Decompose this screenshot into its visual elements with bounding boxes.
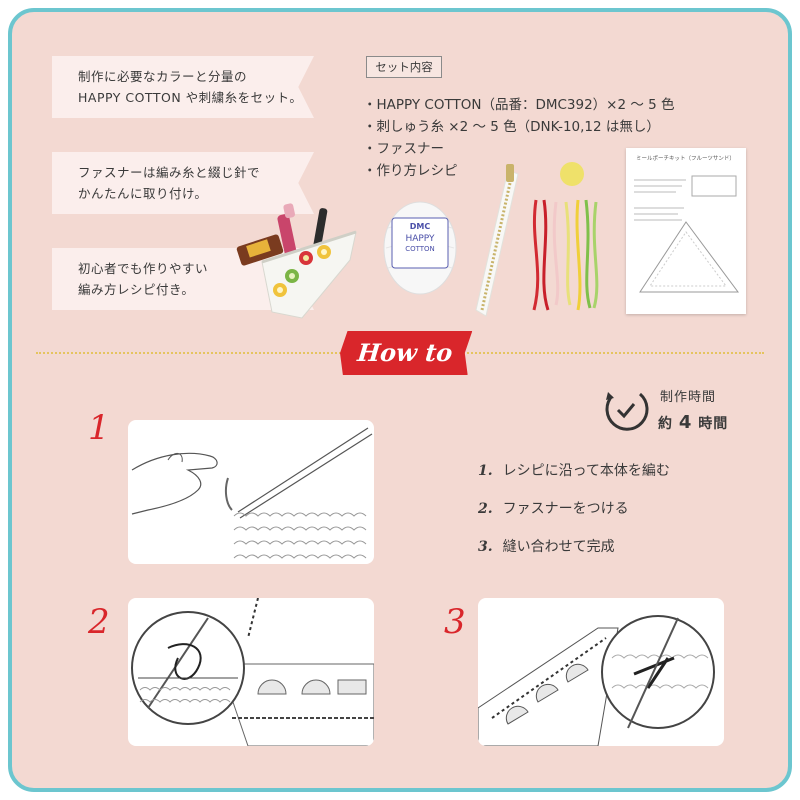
step-text: 縫い合わせて完成: [502, 539, 615, 555]
yarn-name-1: HAPPY: [405, 234, 435, 244]
set-item: ・ファスナー: [363, 141, 444, 157]
step-number-1: 1: [88, 408, 110, 448]
step-text: レシピに沿って本体を編む: [502, 463, 670, 479]
feature-2-line2: かんたんに取り付け。: [78, 186, 208, 201]
how-to-badge: How to: [340, 331, 470, 375]
set-contents-title: セット内容: [366, 56, 442, 78]
feature-1-line2: HAPPY COTTON や刺繍糸をセット。: [78, 90, 303, 105]
yarn-brand: DMC: [409, 222, 431, 231]
zipper-image: [475, 164, 519, 317]
step-item: 3. 縫い合わせて完成: [478, 536, 670, 574]
how-to-label: How to: [338, 331, 473, 375]
feature-2-line1: ファスナーは編み糸と綴じ針で: [78, 165, 261, 180]
feature-3-line2: 編み方レシピ付き。: [78, 282, 195, 297]
set-item: ・作り方レシピ: [363, 163, 458, 179]
recipe-title: ミールポーチキット（フルーツサンド）: [636, 156, 735, 162]
yarn-name-2: COTTON: [405, 245, 435, 253]
step-3-illustration: [478, 598, 724, 746]
feature-banner-1: 制作に必要なカラーと分量の HAPPY COTTON や刺繍糸をセット。: [52, 56, 314, 118]
step-num: 1.: [478, 463, 493, 479]
step-number-2: 2: [88, 602, 110, 642]
finished-pouch-image: [236, 203, 357, 319]
set-contents-list: ・HAPPY COTTON（品番：DMC392）×2 ～ 5 色 ・刺しゅう糸 …: [363, 94, 675, 182]
time-number: 4: [678, 412, 693, 433]
production-time-label: 制作時間: [660, 390, 717, 405]
set-item: ・HAPPY COTTON（品番：DMC392）×2 ～ 5 色: [363, 97, 675, 113]
recipe-sheet-image: ミールポーチキット（フルーツサンド）: [626, 148, 746, 314]
step-2-illustration: [128, 598, 374, 746]
time-unit: 時間: [698, 416, 729, 432]
feature-3-line1: 初心者でも作りやすい: [78, 261, 209, 276]
step-item: 2. ファスナーをつける: [478, 498, 670, 536]
embroidery-thread-image: [532, 162, 599, 311]
set-item: ・刺しゅう糸 ×2 ～ 5 色（DNK-10,12 は無し）: [363, 119, 660, 135]
production-time-value: 約 4 時間: [658, 412, 728, 433]
feature-banner-2: ファスナーは編み糸と綴じ針で かんたんに取り付け。: [52, 152, 314, 214]
steps-list: 1. レシピに沿って本体を編む 2. ファスナーをつける 3. 縫い合わせて完成: [478, 460, 670, 574]
yarn-ball-image: DMC HAPPY COTTON: [382, 198, 458, 298]
step-1-illustration: [128, 420, 374, 564]
step-item: 1. レシピに沿って本体を編む: [478, 460, 670, 498]
step-num: 3.: [478, 539, 493, 555]
feature-1-line1: 制作に必要なカラーと分量の: [78, 69, 248, 84]
clock-icon: [605, 392, 649, 431]
step-number-3: 3: [444, 602, 466, 642]
time-approx: 約: [658, 416, 673, 432]
step-num: 2.: [478, 501, 493, 517]
step-text: ファスナーをつける: [502, 501, 629, 517]
